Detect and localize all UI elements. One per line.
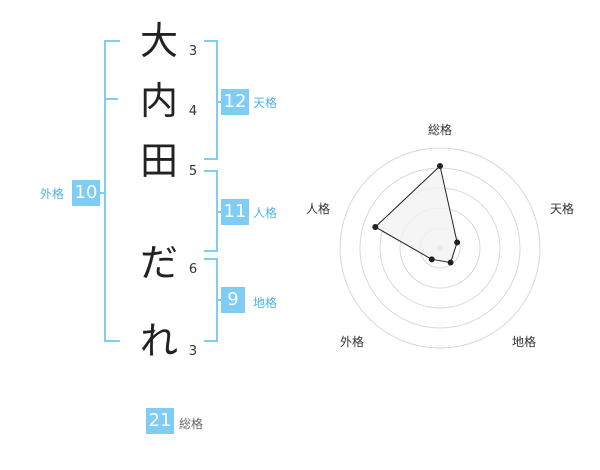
jinkaku-label: 人格 <box>253 206 278 220</box>
radar-axis-label-jinkaku: 人格 <box>306 202 331 216</box>
radar-axis-label-gaikaku: 外格 <box>340 335 365 349</box>
name-char-5: れ <box>139 319 178 363</box>
tenkaku-label: 天格 <box>253 96 278 110</box>
tenkaku-bracket <box>204 40 218 160</box>
radar-point-1 <box>437 163 443 169</box>
jinkaku-value: 11 <box>221 199 249 225</box>
stroke-count-3: 5 <box>188 164 198 179</box>
gaikaku-label: 外格 <box>40 187 65 201</box>
stroke-count-2: 4 <box>188 104 198 119</box>
radar-point-3 <box>447 259 454 266</box>
radar-grid-ring <box>339 147 541 349</box>
soukaku-label: 総格 <box>179 417 204 431</box>
name-char-3: 田 <box>139 139 178 183</box>
radar-axis-label-chikaku: 地格 <box>512 335 537 349</box>
radar-polygon <box>374 165 458 264</box>
radar-axis-label-tenkaku: 天格 <box>550 202 575 216</box>
chikaku-value: 9 <box>221 287 245 313</box>
radar-point-2 <box>454 239 461 246</box>
jinkaku-connector <box>216 211 222 213</box>
chikaku-label: 地格 <box>253 296 278 310</box>
gaikaku-value: 10 <box>72 180 100 206</box>
stroke-count-4: 6 <box>188 262 198 277</box>
radar-axis-label-soukaku: 総格 <box>428 123 453 137</box>
soukaku-value: 21 <box>146 408 174 434</box>
gaikaku-bracket-divider <box>104 98 118 100</box>
name-char-2: 内 <box>139 79 178 123</box>
stroke-count-1: 3 <box>188 44 198 59</box>
tenkaku-connector <box>216 101 222 103</box>
radar-point-5 <box>372 223 379 230</box>
gaikaku-bracket <box>104 40 120 342</box>
radar-point-4 <box>428 256 435 263</box>
name-char-4: だ <box>139 241 178 285</box>
stroke-count-5: 3 <box>188 344 198 359</box>
chikaku-connector <box>216 299 222 301</box>
tenkaku-value: 12 <box>221 89 249 115</box>
gaikaku-connector <box>98 192 104 194</box>
name-char-1: 大 <box>139 19 178 63</box>
radar-shape <box>372 163 461 266</box>
